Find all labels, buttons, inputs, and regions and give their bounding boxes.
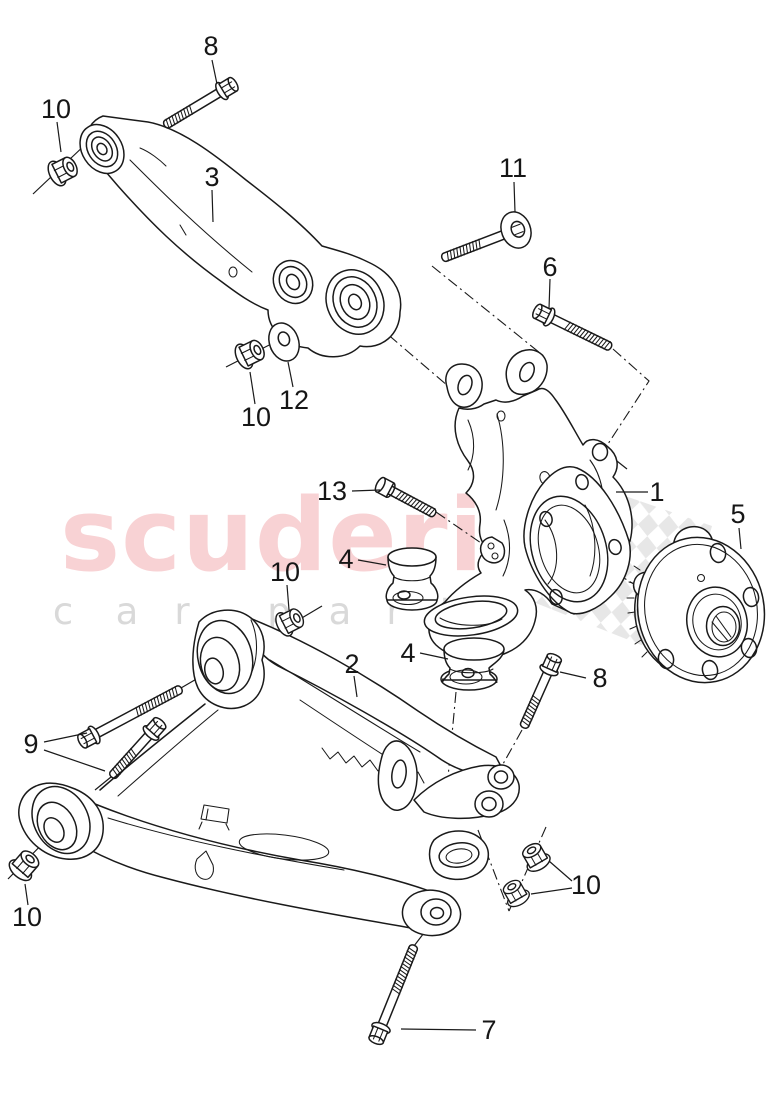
callout-2: 2 — [344, 649, 359, 679]
knuckle-left-prong — [445, 363, 483, 408]
upper-arm-rear-bushing — [325, 269, 385, 335]
callouts: 1 2 3 4 4 5 6 7 8 8 9 10 10 10 10 10 11 … — [12, 31, 746, 1045]
washer — [268, 322, 300, 362]
wheel-hub — [626, 525, 766, 684]
callout-13: 13 — [317, 476, 347, 506]
rubber-bushing-upper — [385, 547, 439, 611]
eccentric-bolt-11 — [440, 211, 532, 263]
callout-10a: 10 — [41, 94, 71, 124]
bolt-9-front — [77, 685, 183, 749]
bushing-socket — [428, 830, 489, 881]
flange-nut-10-right-b — [502, 879, 530, 908]
rear-bracket-ear — [377, 740, 418, 811]
bolt-7 — [368, 944, 419, 1046]
upper-arm-front-bushing — [79, 123, 125, 175]
wheel-bearing-housing — [423, 349, 633, 660]
callout-12: 12 — [279, 385, 309, 415]
bolt-8-upper — [162, 76, 239, 129]
upper-arm-mid-bushing — [272, 259, 314, 305]
lower-control-arm — [18, 609, 520, 937]
callout-6: 6 — [542, 252, 557, 282]
callout-10c: 10 — [270, 557, 300, 587]
upper-control-arm — [79, 115, 402, 358]
bolt-9-rear — [109, 716, 167, 780]
callout-4b: 4 — [400, 638, 415, 668]
knuckle-lower-boss — [423, 595, 519, 637]
callout-10b: 10 — [241, 402, 271, 432]
flange-nut-10-bottomleft — [8, 850, 40, 882]
callout-8b: 8 — [592, 663, 607, 693]
callout-10d: 10 — [12, 902, 42, 932]
callout-9: 9 — [23, 729, 38, 759]
callout-11: 11 — [499, 153, 527, 183]
bolt-13 — [374, 476, 437, 518]
flange-nut-10-mid — [234, 339, 265, 370]
bolt-6 — [531, 303, 613, 351]
callout-5: 5 — [730, 499, 745, 529]
knuckle-right-prong — [505, 349, 548, 396]
bolt-8-lower — [519, 652, 563, 729]
callout-7: 7 — [481, 1015, 496, 1045]
callout-3: 3 — [204, 162, 219, 192]
flange-nut-10-left — [275, 608, 305, 637]
flange-nut-10-top — [47, 156, 78, 187]
flange-nut-10-right-a — [521, 842, 551, 872]
rear-eye — [401, 889, 462, 937]
callout-10e: 10 — [571, 870, 601, 900]
callout-4a: 4 — [338, 544, 353, 574]
callout-8a: 8 — [203, 31, 218, 61]
rubber-bushing-lower — [440, 637, 505, 691]
callout-1: 1 — [649, 477, 664, 507]
